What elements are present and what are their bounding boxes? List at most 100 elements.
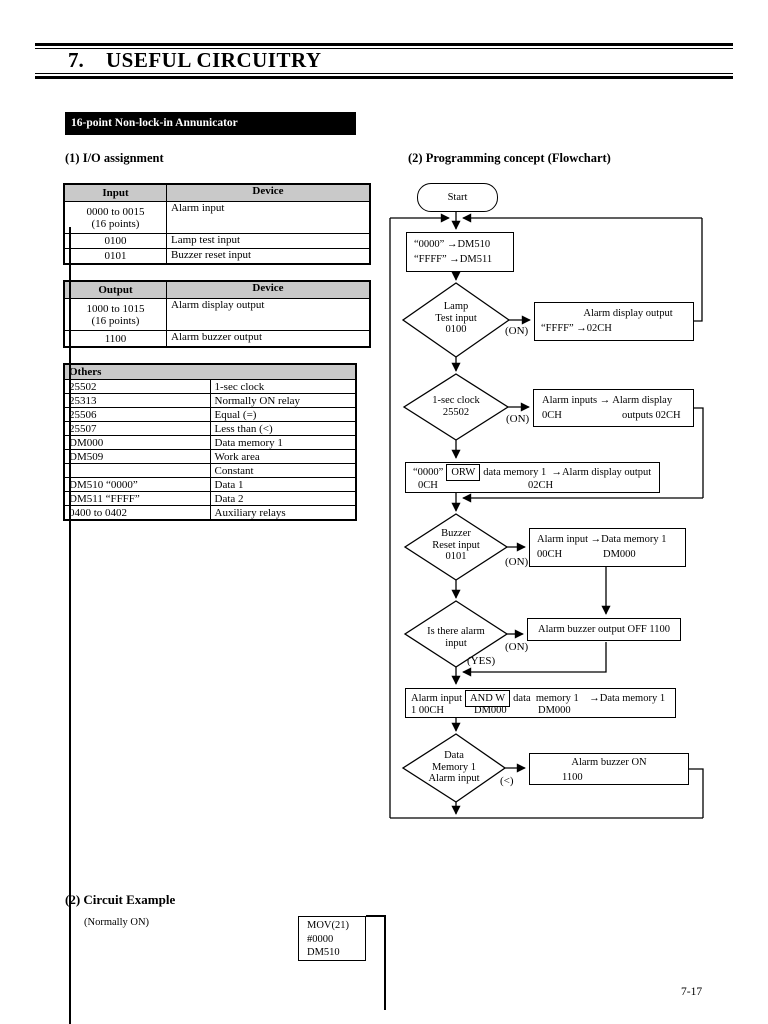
on-branch-label: (ON) [505,556,529,568]
decision-1sec-clock-label: 1-sec clock 25502 [432,395,480,418]
input-col-header: Input [63,183,167,202]
clock-branch-l2a: 0CH [542,410,562,421]
table-row: DM511 “FFFF”Data 2 [63,491,357,506]
table-row: 0100 Lamp test input [63,233,371,249]
init-process-box: “0000” →DM510 “FFFF” →DM511 [406,232,514,272]
decision-compare [401,733,507,803]
input-range-cell: 0101 [63,248,167,265]
input-range-cell: 0100 [63,233,167,249]
clock-branch-box: Alarm inputs → Alarm display 0CH outputs… [533,389,694,427]
orw-line-1: “0000” ORW data memory 1 →Alarm display … [413,464,651,481]
lamp-branch-line-2: “FFFF” →02CH [541,323,612,334]
buzzer-branch-l2b: DM000 [603,549,636,560]
buzzer-on-line-1: Alarm buzzer ON [571,757,647,768]
andw-line-2: 1 00CH DM000 DM000 [406,703,675,717]
title-rule-thick [35,76,733,79]
andw-operator-box: AND W [465,690,511,707]
relay-cell: 0400 to 0402 [63,505,211,521]
lamp-branch-line-1: Alarm display output [583,308,673,319]
start-node: Start [417,183,498,212]
mov-line-1: MOV(21) [307,920,349,931]
title-rule-thin [35,73,733,74]
andw-line-1: Alarm input AND W data memory 1 →Data me… [411,690,665,707]
clock-branch-l2b: outputs 02CH [622,410,681,421]
orw-source: “0000” [413,467,444,478]
ladder-connector-line [366,915,385,917]
table-header-row: Input Device [63,183,371,202]
clock-branch-line-1: Alarm inputs → Alarm display [542,395,673,406]
device-cell: Buzzer reset input [166,248,371,265]
decision-buzzer-reset [403,513,509,581]
table-header-row: Output Device [63,280,371,299]
device-cell: Alarm buzzer output [166,330,371,348]
device-cell: Alarm input [166,201,371,234]
output-range-cell: 1100 [63,330,167,348]
on-branch-label: (ON) [505,325,529,337]
chapter-number: 7. [68,48,84,72]
orw-l2a: 0CH [418,480,438,491]
lamp-branch-box: Alarm display output “FFFF” →02CH [534,302,694,341]
io-assignment-heading: (1) I/O assignment [65,151,164,165]
init-line-2: “FFFF” →DM511 [414,254,493,265]
buzzer-off-box: Alarm buzzer output OFF 1100 [527,618,681,641]
table-row: 1100 Alarm buzzer output [63,330,371,348]
andw-target: data memory 1 →Data memory 1 [513,693,666,704]
input-table: Input Device 0000 to 0015 (16 points) Al… [63,183,371,265]
buzzer-branch-line-2: 00CH DM000 [537,547,685,562]
less-than-branch-label: (<) [500,775,514,787]
function-cell: Auxiliary relays [209,505,357,521]
init-line-1: “0000” →DM510 [414,239,491,250]
orw-operator-box: ORW [446,464,481,481]
output-table: Output Device 1000 to 1015 (16 points) A… [63,280,371,348]
ladder-right-rail [384,915,386,1010]
buzzer-branch-line-1: Alarm input →Data memory 1 [537,534,667,545]
orw-l2b: 02CH [528,480,554,491]
decision-lamp-test-label: Lamp Test input 0100 [435,301,477,335]
circuit-example-heading: (2) Circuit Example [65,892,176,907]
andw-l2c: DM000 [538,705,571,716]
orw-process-box: “0000” ORW data memory 1 →Alarm display … [405,462,660,493]
output-col-header: Output [63,280,167,299]
device-col-header: Device [166,280,371,299]
orw-target: data memory 1 →Alarm display output [483,467,652,478]
device-col-header: Device [166,183,371,202]
ladder-left-rail [69,227,71,1024]
decision-lamp-test [401,282,511,358]
table-row: 0101 Buzzer reset input [63,248,371,265]
table-row: 1000 to 1015 (16 points) Alarm display o… [63,298,371,331]
buzzer-branch-l2a: 00CH [537,549,563,560]
mov-line-2: #0000 [307,933,334,945]
device-cell: Lamp test input [166,233,371,249]
output-range-cell: 1000 to 1015 (16 points) [63,298,167,331]
andw-source: Alarm input [411,693,463,704]
andw-process-box: Alarm input AND W data memory 1 →Data me… [405,688,676,718]
buzzer-on-box: Alarm buzzer ON 1100 [529,753,689,785]
on-branch-label: (ON) [505,641,529,653]
mov-instruction-box: MOV(21) #0000 DM510 [298,916,366,961]
orw-line-2: 0CH 02CH [406,478,659,492]
function-cell: Normally ON relay [209,393,357,408]
normally-on-label: (Normally ON) [84,917,150,928]
page-number: 7-17 [681,986,703,998]
decision-1sec-clock [402,373,510,441]
mov-line-3: DM510 [307,947,340,958]
device-cell: Alarm display output [166,298,371,331]
decision-alarm-present-label: Is there alarm input [427,626,485,649]
decision-compare-label: Data Memory 1 Alarm input [428,750,480,784]
decision-alarm-present [403,600,509,668]
relay-cell: DM511 “FFFF” [63,491,211,506]
andw-l2b: DM000 [474,705,507,716]
function-cell: Data 2 [209,491,357,506]
flowchart-heading: (2) Programming concept (Flowchart) [408,151,611,165]
decision-buzzer-reset-label: Buzzer Reset input 0101 [432,528,480,562]
clock-branch-line-2: 0CH outputs 02CH [542,408,693,423]
andw-l2a: 1 00CH [411,705,444,716]
section-banner: 16-point Non-lock-in Annunicator [65,112,356,135]
top-rule-thin [35,47,733,49]
